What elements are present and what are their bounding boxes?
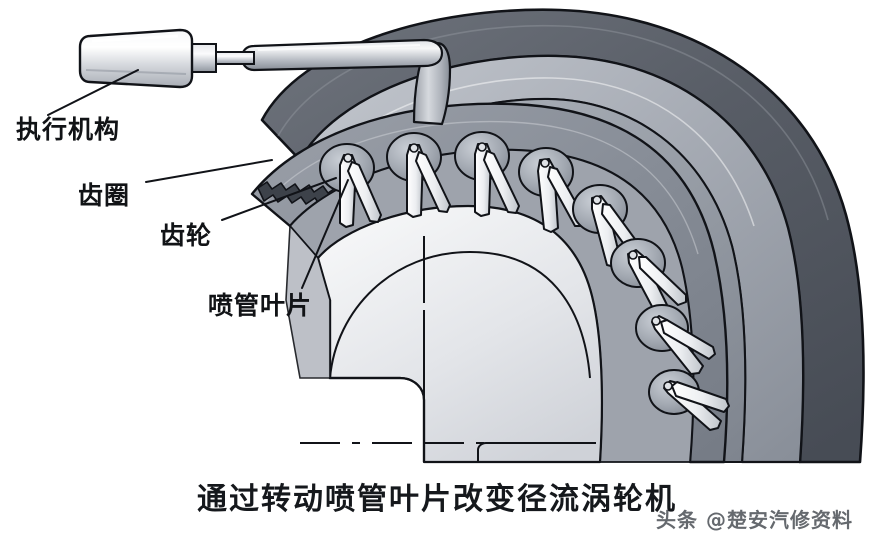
- figure-caption: 通过转动喷管叶片改变径流涡轮机: [197, 482, 677, 517]
- leader-actuator: [47, 69, 139, 116]
- label-actuator: 执行机构: [16, 115, 121, 144]
- actuator-canister: [78, 28, 194, 89]
- nozzle-vane-assemblies: [319, 131, 730, 431]
- nozzle-vane-assembly: [386, 132, 451, 218]
- label-nozzle-vane: 喷管叶片: [208, 291, 313, 320]
- nozzle-vane-assembly: [454, 131, 520, 217]
- leader-gear: [221, 177, 337, 221]
- leader-ring-gear: [145, 159, 273, 183]
- nozzle-vane-assembly: [648, 369, 730, 431]
- actuator-push-rod: [189, 43, 255, 73]
- leader-nozzle-vane: [301, 179, 349, 289]
- nozzle-vane-assembly: [635, 304, 716, 375]
- linkage-arm: [240, 38, 444, 72]
- nozzle-vane-assembly: [319, 143, 382, 228]
- label-gear: 齿轮: [160, 221, 213, 250]
- centerlines: [300, 236, 596, 444]
- watermark: 头条 @楚安汽修资料: [656, 508, 853, 532]
- leader-lines: [47, 69, 349, 289]
- section-cut-wedge: [285, 223, 331, 379]
- nozzle-vane-assembly: [610, 238, 687, 316]
- label-ring-gear: 齿圈: [78, 181, 131, 210]
